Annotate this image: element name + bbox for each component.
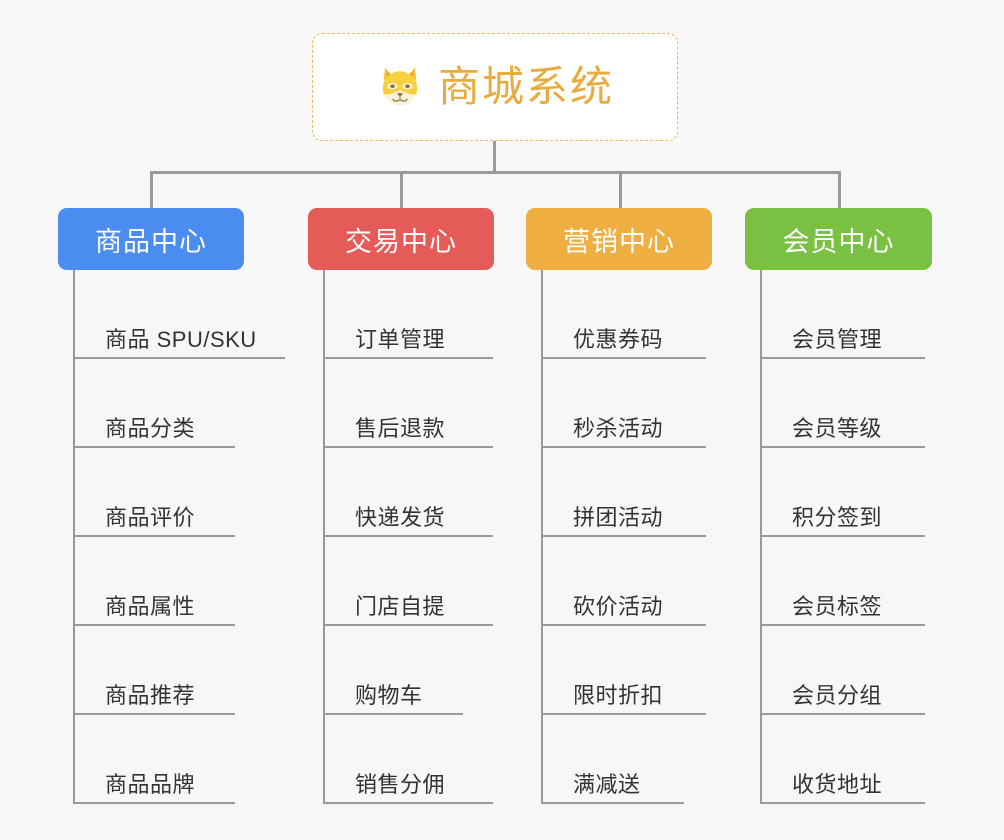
connector-drop-2 <box>400 171 403 209</box>
leaf-label: 会员等级 <box>792 415 883 441</box>
leaf-label: 商品品牌 <box>105 771 196 797</box>
category-label: 会员中心 <box>782 226 895 257</box>
category-box-marketing-center[interactable]: 营销中心 <box>526 208 712 270</box>
leaf-label: 满减送 <box>573 771 641 797</box>
root-title: 商城系统 <box>437 63 614 110</box>
leaf-item[interactable]: 销售分佣 <box>323 715 493 804</box>
leaf-label: 收货地址 <box>792 771 883 797</box>
leaf-item[interactable]: 砍价活动 <box>541 537 706 626</box>
leaf-label: 商品推荐 <box>105 682 196 708</box>
leaf-label: 积分签到 <box>792 504 883 530</box>
leaf-item[interactable]: 门店自提 <box>323 537 493 626</box>
leaf-label: 售后退款 <box>355 415 446 441</box>
leaf-label: 门店自提 <box>355 593 446 619</box>
leaf-item[interactable]: 商品品牌 <box>73 715 235 804</box>
leaf-label: 购物车 <box>355 682 423 708</box>
connector-horizontal-bar <box>150 171 840 174</box>
leaf-item[interactable]: 限时折扣 <box>541 626 706 715</box>
leaf-item[interactable]: 购物车 <box>323 626 463 715</box>
leaf-item[interactable]: 优惠券码 <box>541 270 706 359</box>
leaf-item[interactable]: 会员标签 <box>760 537 925 626</box>
leaf-item[interactable]: 快递发货 <box>323 448 493 537</box>
leaf-item[interactable]: 会员管理 <box>760 270 925 359</box>
leaf-item[interactable]: 商品分类 <box>73 359 235 448</box>
connector-drop-3 <box>619 171 622 209</box>
leaf-label: 商品分类 <box>105 415 196 441</box>
root-node[interactable]: 商城系统 <box>312 33 678 141</box>
category-label: 交易中心 <box>345 226 457 257</box>
category-box-product-center[interactable]: 商品中心 <box>58 208 244 270</box>
leaf-label: 商品 SPU/SKU <box>105 326 257 352</box>
leaf-item[interactable]: 商品评价 <box>73 448 235 537</box>
leaf-label: 商品属性 <box>105 593 196 619</box>
branch-spine <box>323 270 325 804</box>
connector-root-stub <box>493 141 496 174</box>
leaf-label: 订单管理 <box>355 326 446 352</box>
category-label: 商品中心 <box>95 226 207 257</box>
shiba-dog-face-icon <box>382 67 418 106</box>
leaf-label: 秒杀活动 <box>573 415 664 441</box>
leaf-item[interactable]: 商品 SPU/SKU <box>73 270 285 359</box>
leaf-item[interactable]: 订单管理 <box>323 270 493 359</box>
leaf-label: 限时折扣 <box>573 682 664 708</box>
category-box-member-center[interactable]: 会员中心 <box>745 208 932 270</box>
leaf-item[interactable]: 会员分组 <box>760 626 925 715</box>
leaf-item[interactable]: 满减送 <box>541 715 684 804</box>
leaf-label: 拼团活动 <box>573 504 664 530</box>
leaf-item[interactable]: 会员等级 <box>760 359 925 448</box>
leaf-item[interactable]: 商品推荐 <box>73 626 235 715</box>
leaf-label: 会员管理 <box>792 326 883 352</box>
leaf-label: 会员标签 <box>792 593 883 619</box>
leaf-label: 快递发货 <box>355 504 446 530</box>
leaf-item[interactable]: 积分签到 <box>760 448 925 537</box>
category-label: 营销中心 <box>563 226 675 257</box>
branch-spine <box>541 270 543 804</box>
leaf-item[interactable]: 商品属性 <box>73 537 235 626</box>
branch-spine <box>73 270 75 804</box>
leaf-label: 会员分组 <box>792 682 883 708</box>
category-box-trade-center[interactable]: 交易中心 <box>308 208 494 270</box>
leaf-label: 优惠券码 <box>573 326 664 352</box>
leaf-item[interactable]: 秒杀活动 <box>541 359 706 448</box>
leaf-item[interactable]: 售后退款 <box>323 359 493 448</box>
branch-spine <box>760 270 762 804</box>
connector-drop-4 <box>838 171 841 209</box>
leaf-label: 销售分佣 <box>355 771 446 797</box>
connector-drop-1 <box>150 171 153 209</box>
leaf-item[interactable]: 拼团活动 <box>541 448 706 537</box>
leaf-label: 砍价活动 <box>573 593 664 619</box>
leaf-label: 商品评价 <box>105 504 196 530</box>
leaf-item[interactable]: 收货地址 <box>760 715 925 804</box>
